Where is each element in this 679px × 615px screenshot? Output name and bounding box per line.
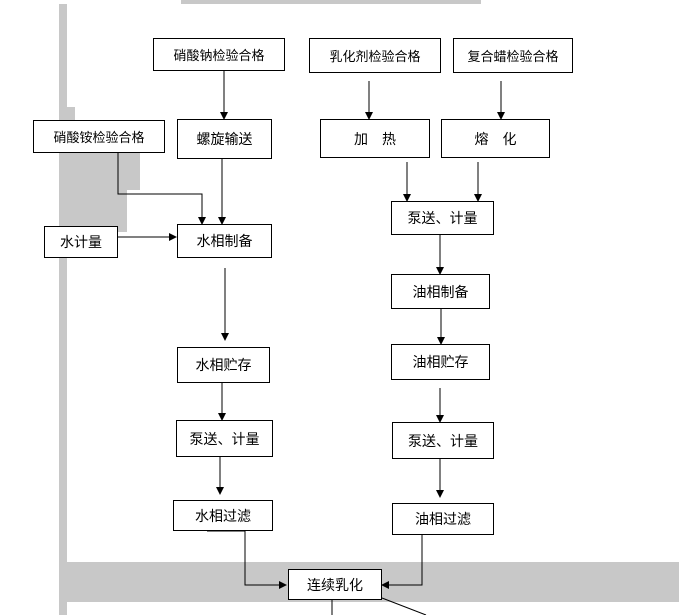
node-pump-meter-water: 泵送、计量 <box>176 420 273 457</box>
node-emulsifier-check: 乳化剂检验合格 <box>309 38 441 73</box>
node-water-phase-filter: 水相过滤 <box>173 500 273 531</box>
node-continuous-emulsification: 连续乳化 <box>288 569 382 600</box>
node-screw-conveying: 螺旋输送 <box>177 119 272 159</box>
node-sodium-nitrate-check: 硝酸钠检验合格 <box>153 38 285 71</box>
node-ammonium-nitrate-check: 硝酸铵检验合格 <box>33 120 165 153</box>
node-heating: 加 热 <box>320 119 430 158</box>
top-bar <box>181 0 481 4</box>
left-vertical-band <box>59 4 67 615</box>
node-pump-meter-oil-2: 泵送、计量 <box>392 422 494 459</box>
node-melting: 熔 化 <box>441 119 550 158</box>
left-gray-block-tab <box>120 150 140 190</box>
node-compound-wax-check: 复合蜡检验合格 <box>453 38 573 73</box>
node-pump-meter-oil: 泵送、计量 <box>391 201 494 235</box>
left-gray-block-inner <box>67 150 127 232</box>
node-oil-phase-storage: 油相贮存 <box>391 344 490 380</box>
node-oil-phase-prep: 油相制备 <box>391 274 490 309</box>
edge-ammonium-to-waterprep <box>117 153 206 225</box>
node-water-metering: 水计量 <box>44 226 118 258</box>
edge-emulsify-out-diagonal <box>381 597 427 615</box>
node-water-phase-storage: 水相贮存 <box>177 347 270 383</box>
edge-oilfilter-to-emulsify <box>381 535 423 589</box>
node-oil-phase-filter: 油相过滤 <box>392 503 494 535</box>
node-water-phase-prep: 水相制备 <box>177 224 272 258</box>
edge-waterfilter-to-emulsify <box>207 530 287 589</box>
